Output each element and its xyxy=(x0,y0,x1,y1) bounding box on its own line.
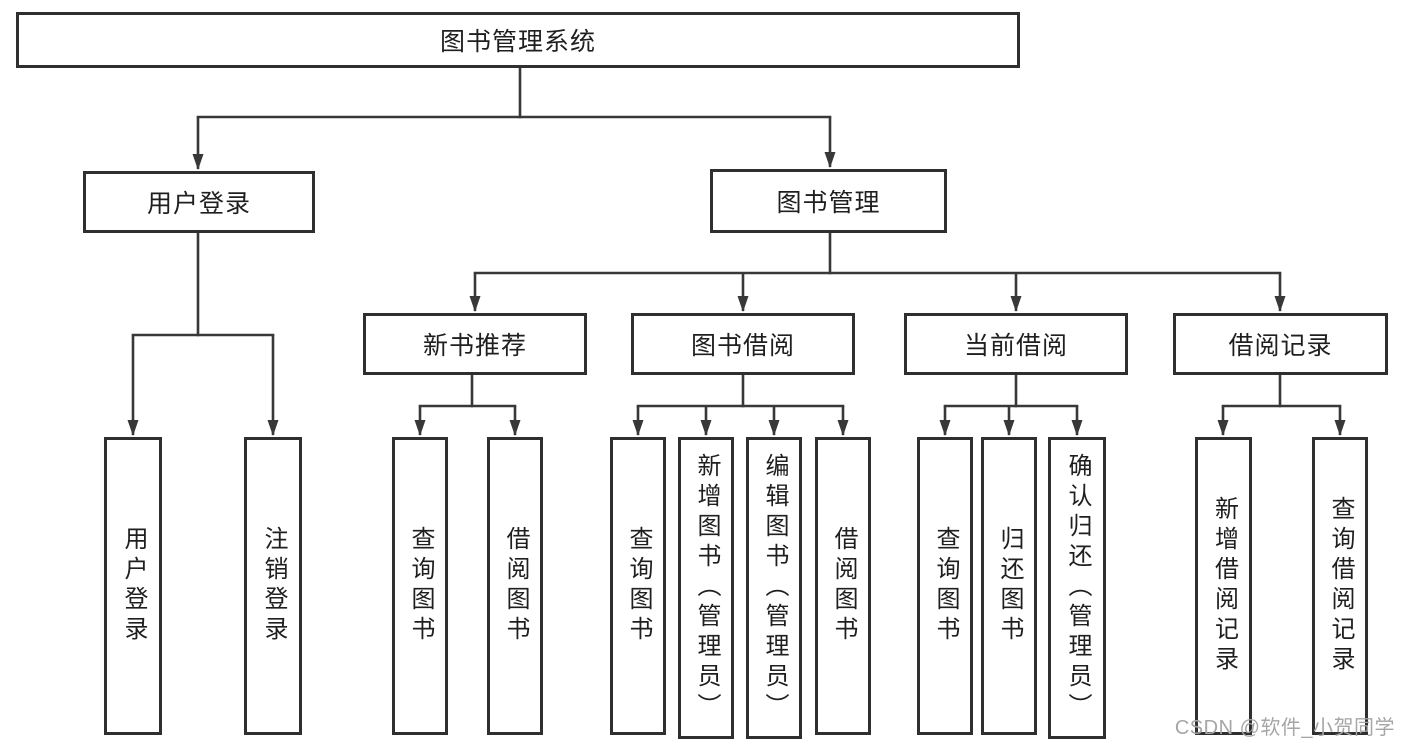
connector-current-borrowing-children xyxy=(939,373,1083,436)
node-label: 确认归还（管理员） xyxy=(1064,453,1091,723)
connector-book-borrowing-children xyxy=(632,373,849,436)
node-label: 用户登录 xyxy=(146,190,251,218)
node-current-borrowing: 当前借阅 xyxy=(904,313,1128,375)
node-label: 查询图书 xyxy=(932,526,959,646)
node-label: 用户登录 xyxy=(120,526,147,646)
connector-new-book-recommendation-children xyxy=(414,373,521,436)
node-label: 图书管理 xyxy=(776,189,881,217)
node-new-book-recommendation: 新书推荐 xyxy=(363,313,587,375)
leaf-add-borrow-record: 新增借阅记录 xyxy=(1195,437,1252,735)
connector-user-login-children xyxy=(127,231,279,436)
leaf-return-book: 归还图书 xyxy=(981,437,1037,735)
connector-root-to-level2 xyxy=(192,66,836,170)
node-book-borrowing: 图书借阅 xyxy=(631,313,855,375)
leaf-add-book-admin: 新增图书（管理员） xyxy=(678,437,734,739)
leaf-query-borrow-record: 查询借阅记录 xyxy=(1312,437,1368,735)
node-user-login: 用户登录 xyxy=(83,171,315,233)
node-label: 新增图书（管理员） xyxy=(693,453,720,723)
watermark: CSDN @软件_小贺同学 xyxy=(1174,717,1395,739)
node-label: 当前借阅 xyxy=(963,332,1068,360)
node-label: 查询图书 xyxy=(407,526,434,646)
node-label: 编辑图书（管理员） xyxy=(761,453,788,723)
leaf-logout-login: 注销登录 xyxy=(244,437,302,735)
leaf-confirm-return-admin: 确认归还（管理员） xyxy=(1048,437,1106,739)
leaf-edit-book-admin: 编辑图书（管理员） xyxy=(746,437,802,739)
node-library-management-system: 图书管理系统 xyxy=(16,12,1020,68)
connector-borrowing-records-children xyxy=(1217,373,1346,436)
node-label: 新书推荐 xyxy=(422,332,527,360)
node-label: 查询借阅记录 xyxy=(1327,496,1354,676)
node-borrowing-records: 借阅记录 xyxy=(1173,313,1388,375)
node-label: 新增借阅记录 xyxy=(1210,496,1238,676)
node-label: 借阅图书 xyxy=(502,526,529,646)
node-label: 注销登录 xyxy=(260,526,287,646)
leaf-query-books-borrowing: 查询图书 xyxy=(610,437,666,735)
leaf-query-books-current: 查询图书 xyxy=(917,437,973,735)
node-label: 图书管理系统 xyxy=(439,28,596,56)
node-label: 归还图书 xyxy=(996,526,1023,646)
leaf-user-login: 用户登录 xyxy=(104,437,162,735)
node-label: 图书借阅 xyxy=(690,332,795,360)
node-label: 借阅记录 xyxy=(1228,332,1333,360)
node-book-management: 图书管理 xyxy=(710,169,947,233)
leaf-query-books-recommend: 查询图书 xyxy=(392,437,448,735)
leaf-borrow-books: 借阅图书 xyxy=(815,437,871,735)
node-label: 借阅图书 xyxy=(830,526,857,646)
node-label: 查询图书 xyxy=(625,526,652,646)
leaf-borrow-books-recommend: 借阅图书 xyxy=(487,437,543,735)
connector-book-management-children xyxy=(469,231,1286,312)
